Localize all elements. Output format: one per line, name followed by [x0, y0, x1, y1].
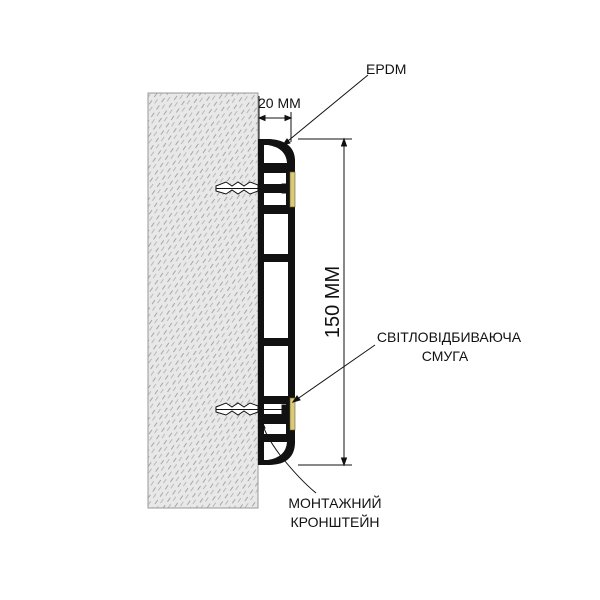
- anchor-bottom: [215, 402, 289, 416]
- anchor-top: [215, 181, 289, 195]
- bracket-label-line2: КРОНШТЕЙН: [290, 513, 379, 530]
- reflective-strip-label-line2: СМУГА: [422, 348, 469, 364]
- width-dimension: [257, 96, 293, 142]
- width-dimension-label: 20 ММ: [258, 95, 301, 111]
- reflective-strip-bottom: [289, 397, 296, 431]
- reflective-leader: [291, 344, 376, 403]
- epdm-leader: [281, 74, 369, 146]
- epdm-label: EPDM: [366, 61, 406, 77]
- height-dimension-label: 150 ММ: [322, 266, 344, 338]
- reflective-strip-top: [289, 171, 296, 208]
- bracket-label-line1: МОНТАЖНИЙ: [288, 494, 381, 511]
- height-dimension: [298, 137, 352, 467]
- reflective-strip-label-line1: СВІТЛОВІДБИВАЮЧА: [377, 329, 522, 345]
- bracket-leader: [258, 419, 317, 494]
- bumper-profile: [258, 139, 296, 465]
- wall: [147, 92, 259, 509]
